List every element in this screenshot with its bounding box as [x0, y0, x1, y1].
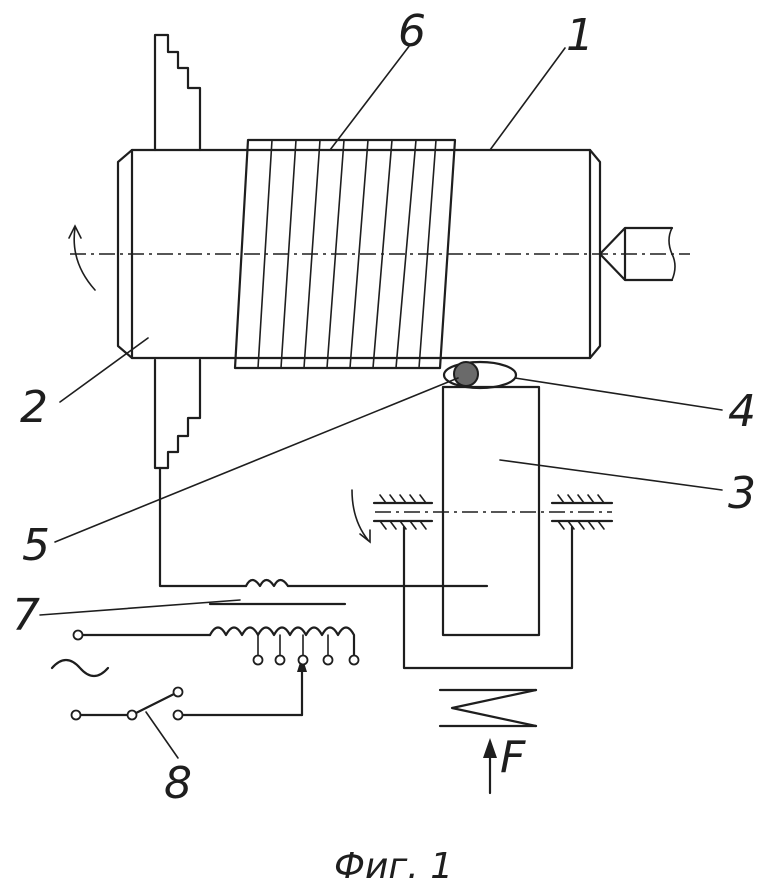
chuck-jaw-lower: [155, 360, 200, 468]
circuit-wiring: [52, 468, 487, 715]
label-chuck: 2: [20, 382, 48, 433]
force-arrow: [483, 738, 497, 793]
label-roller-end: 4: [728, 386, 756, 437]
contact-roller: [444, 362, 516, 388]
terminals: [72, 631, 359, 720]
label-workpiece: 1: [566, 10, 594, 61]
label-contact-roller: 5: [22, 520, 50, 571]
roller-support: [443, 387, 539, 635]
figure-caption: Фиг. 1: [334, 846, 453, 887]
rotation-arrow-support: [352, 490, 370, 542]
label-force: F: [500, 732, 526, 783]
chuck-jaw-upper: [155, 35, 200, 150]
label-switch: 8: [164, 758, 192, 809]
rotation-arrow-workpiece: [69, 226, 95, 290]
label-roller-support: 3: [728, 468, 756, 519]
label-transformer: 7: [12, 590, 40, 641]
leader-lines: [40, 45, 722, 758]
spring: [440, 690, 536, 726]
support-frame: [404, 527, 572, 668]
label-coating: 6: [398, 6, 426, 57]
